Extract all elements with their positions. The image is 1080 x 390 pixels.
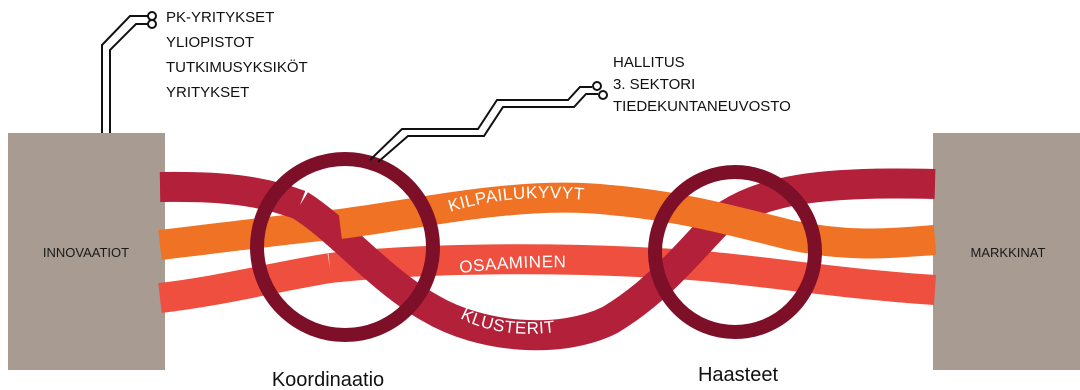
markkinat-box [933,133,1080,370]
stakeholder-item: TIEDEKUNTANEUVOSTO [613,98,791,115]
stakeholder-item: YRITYKSET [166,84,249,101]
knot-ring-left [250,152,440,342]
band-crimson-left [159,171,306,220]
stakeholder-item: PK-YRITYKSET [166,9,274,26]
knot-ring-right [648,165,822,339]
mid-wire [369,81,608,163]
band-coral-left [158,253,333,313]
band-kilpailukyvyt [338,182,937,259]
stakeholder-item: YLIOPISTOT [166,34,254,51]
markkinat-label: MARKKINAT [971,245,1046,260]
stakeholder-item: 3. SEKTORI [613,76,695,93]
stakeholder-item: TUTKIMUSYKSIKÖT [166,58,308,76]
stakeholder-item: HALLITUS [613,54,685,71]
haasteet-caption: Haasteet [698,364,778,386]
innovaatiot-label: INNOVAATIOT [43,245,129,260]
stakeholder-list-left: PK-YRITYKSET YLIOPISTOT TUTKIMUSYKSIKÖT … [166,9,308,101]
stakeholder-list-mid: HALLITUS 3. SEKTORI TIEDEKUNTANEUVOSTO [613,54,791,115]
left-wire [101,11,157,133]
innovaatiot-box [8,133,165,370]
koordinaatio-caption: Koordinaatio [272,369,384,390]
